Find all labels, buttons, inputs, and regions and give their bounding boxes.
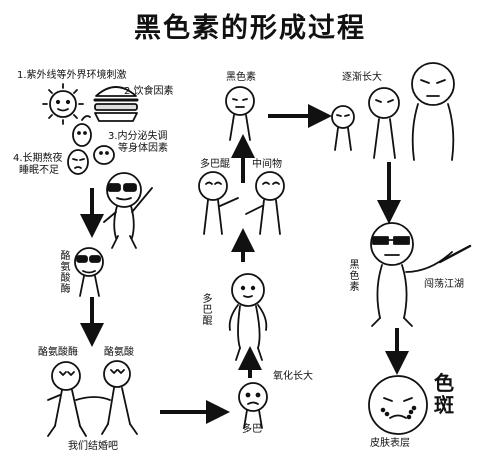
label-intermediate: 中间物 [252,159,282,170]
label-tyrosinase-vertical: 酪氨酸酶 [60,251,71,295]
label-roam: 闯荡江湖 [424,279,464,290]
couple-drawing [47,360,138,437]
dopa-character-drawing [238,382,268,429]
growing-trio-drawing [331,62,455,161]
burger-drawing [93,86,139,122]
quinone-pair-drawing [198,171,285,235]
sun-drawing [42,83,84,125]
label-endocrine-2: 等身体因素 [118,143,168,154]
label-dopaquinone: 多巴醌 [200,159,230,170]
enzyme-character-drawing [103,172,153,249]
label-tyrosinase: 酪氨酸酶 [38,347,78,358]
oxidized-character-drawing [228,273,268,361]
label-melanin-top: 黑色素 [226,72,256,83]
label-sleep-1: 4.长期熬夜 [13,153,63,164]
label-melanin-vertical: 黑色素 [349,260,360,293]
flow-arrows [80,104,409,424]
label-spot: 色斑 [434,371,454,417]
melanin-small-drawing [225,86,255,141]
label-grow: 逐渐长大 [342,72,382,83]
roaming-character-drawing [370,222,472,327]
label-endocrine-1: 3.内分泌失调 [108,131,168,142]
fruit-faces-drawing [72,115,115,165]
spot-face-drawing [368,375,428,435]
label-uv: 1.紫外线等外界环境刺激 [17,70,127,81]
label-sleep-2: 睡眠不足 [19,165,59,176]
label-diet: 2.饮食因素 [124,86,174,97]
diagram-title: 黑色素的形成过程 [134,13,366,44]
label-dopa: 多巴 [242,424,262,435]
label-dopaquinone-vertical: 多巴醌 [202,294,213,327]
enzyme-small-drawing [74,247,104,297]
label-skin: 皮肤表层 [370,438,410,449]
label-marry: 我们结婚吧 [68,441,118,452]
tired-face-drawing [67,149,89,175]
label-oxidize: 氧化长大 [273,371,313,382]
label-tyrosine: 酪氨酸 [104,347,134,358]
